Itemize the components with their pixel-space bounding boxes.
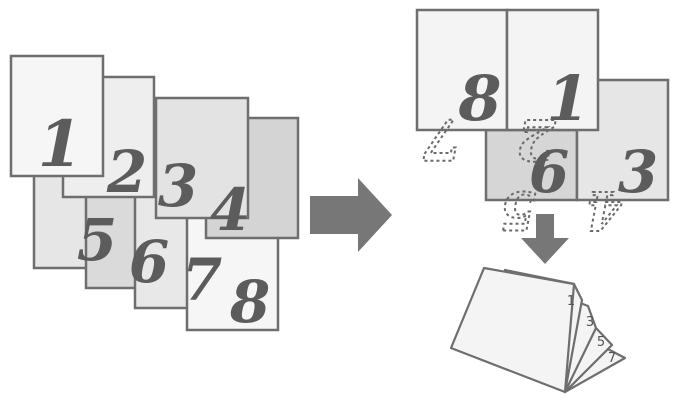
source-number-3: 3 xyxy=(158,152,198,220)
ghost-number-4: 4 xyxy=(586,179,622,240)
sheet-number-3: 3 xyxy=(618,138,658,206)
source-page-1 xyxy=(9,54,105,178)
booklet-tab-7: 7 xyxy=(608,351,616,366)
source-number-5: 5 xyxy=(77,206,117,274)
source-page-stack: 1 2 3 4 5 6 7 8 xyxy=(9,54,300,336)
source-number-4: 4 xyxy=(210,176,250,244)
imposed-sheets: 7 2 5 4 8 1 6 3 xyxy=(415,8,670,241)
ghost-number-5: 5 xyxy=(500,179,536,240)
ghost-number-2: 2 xyxy=(517,106,557,172)
down-arrow-icon xyxy=(521,214,569,264)
booklet-tab-3: 3 xyxy=(586,315,594,330)
sheet-number-8: 8 xyxy=(457,62,501,135)
sheet-number-1: 1 xyxy=(546,62,589,135)
source-number-6: 6 xyxy=(129,228,169,296)
source-number-7: 7 xyxy=(182,246,222,314)
sheet-top-right xyxy=(505,8,600,132)
sheet-bottom-left xyxy=(484,128,579,202)
right-arrow-icon xyxy=(310,178,392,252)
booklet-tab-1: 1 xyxy=(567,294,575,309)
sheet-number-6: 6 xyxy=(529,138,569,206)
source-number-2: 2 xyxy=(106,138,147,206)
source-number-8: 8 xyxy=(229,268,270,336)
folded-booklet: 1 3 5 7 xyxy=(449,266,627,394)
booklet-tab-5: 5 xyxy=(597,335,605,350)
source-number-1: 1 xyxy=(38,107,83,182)
source-page-3 xyxy=(154,96,250,220)
booklet-cover xyxy=(449,266,576,394)
ghost-number-7: 7 xyxy=(422,106,461,172)
